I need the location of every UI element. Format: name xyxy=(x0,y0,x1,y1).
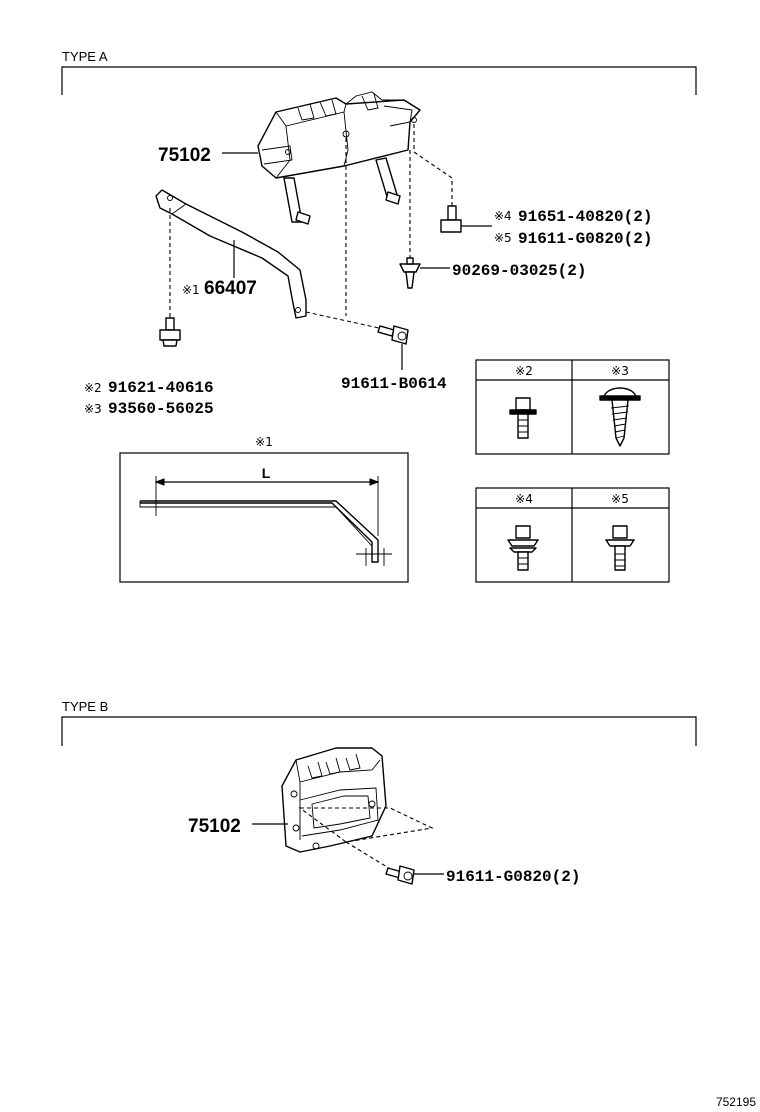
label-93560-56025: 93560-56025 xyxy=(108,400,214,418)
bolt-91611-G0820-b-icon[interactable] xyxy=(385,865,415,885)
guide-front-bolt xyxy=(305,311,389,331)
label-91611-G0820-a: 91611-G0820(2) xyxy=(518,230,652,248)
label-75102-b: 75102 xyxy=(188,816,241,837)
label-91611-B0614: 91611-B0614 xyxy=(341,375,447,393)
mark-4: ※4 xyxy=(494,209,512,223)
bolt-91651-40820-icon[interactable] xyxy=(440,205,462,233)
label-66407: 66407 xyxy=(204,278,257,299)
label-91621-40616: 91621-40616 xyxy=(108,379,214,397)
clip-90269-03025-icon[interactable] xyxy=(399,257,421,289)
tapping-screw-icon xyxy=(599,387,641,447)
table2-col1: ※4 xyxy=(515,492,533,506)
stay-66407[interactable] xyxy=(155,189,307,319)
table2-col2: ※5 xyxy=(611,492,629,506)
label-91611-G0820-b: 91611-G0820(2) xyxy=(446,868,580,886)
guide-type-b-bolt xyxy=(345,841,393,871)
fastener-table-4-5: ※4 ※5 xyxy=(475,487,670,583)
table1-col1: ※2 xyxy=(515,364,533,378)
bolt-91611-B0614-icon[interactable] xyxy=(377,325,409,345)
type-b-frame xyxy=(61,716,697,746)
detail-stay-box: L xyxy=(119,452,409,583)
bolt-hex-washer-icon xyxy=(605,525,635,571)
bracket-75102-a[interactable] xyxy=(257,91,421,225)
label-91651-40820: 91651-40820(2) xyxy=(518,208,652,226)
bracket-75102-b[interactable] xyxy=(281,747,387,853)
label-90269-03025: 90269-03025(2) xyxy=(452,262,586,280)
mark-1: ※1 xyxy=(182,283,200,297)
fastener-table-2-3: ※2 ※3 xyxy=(475,359,670,455)
detail-stay-heading: ※1 xyxy=(255,435,273,449)
bolt-flange-icon xyxy=(509,397,537,439)
bolt-washer-icon xyxy=(507,525,539,571)
guide-bolt-4-5 xyxy=(413,124,453,206)
guide-type-b xyxy=(298,807,434,843)
mark-5: ※5 xyxy=(494,231,512,245)
type-b-title: TYPE B xyxy=(62,699,108,714)
table1-col2: ※3 xyxy=(611,364,629,378)
figure-id: 752195 xyxy=(716,1095,756,1109)
label-75102-a: 75102 xyxy=(158,145,211,166)
mark-3: ※3 xyxy=(84,402,102,416)
mark-2: ※2 xyxy=(84,381,102,395)
bolt-91621-40616-icon[interactable] xyxy=(159,317,181,347)
dimension-L: L xyxy=(262,465,271,481)
type-a-title: TYPE A xyxy=(62,49,108,64)
type-a-frame xyxy=(61,66,697,95)
